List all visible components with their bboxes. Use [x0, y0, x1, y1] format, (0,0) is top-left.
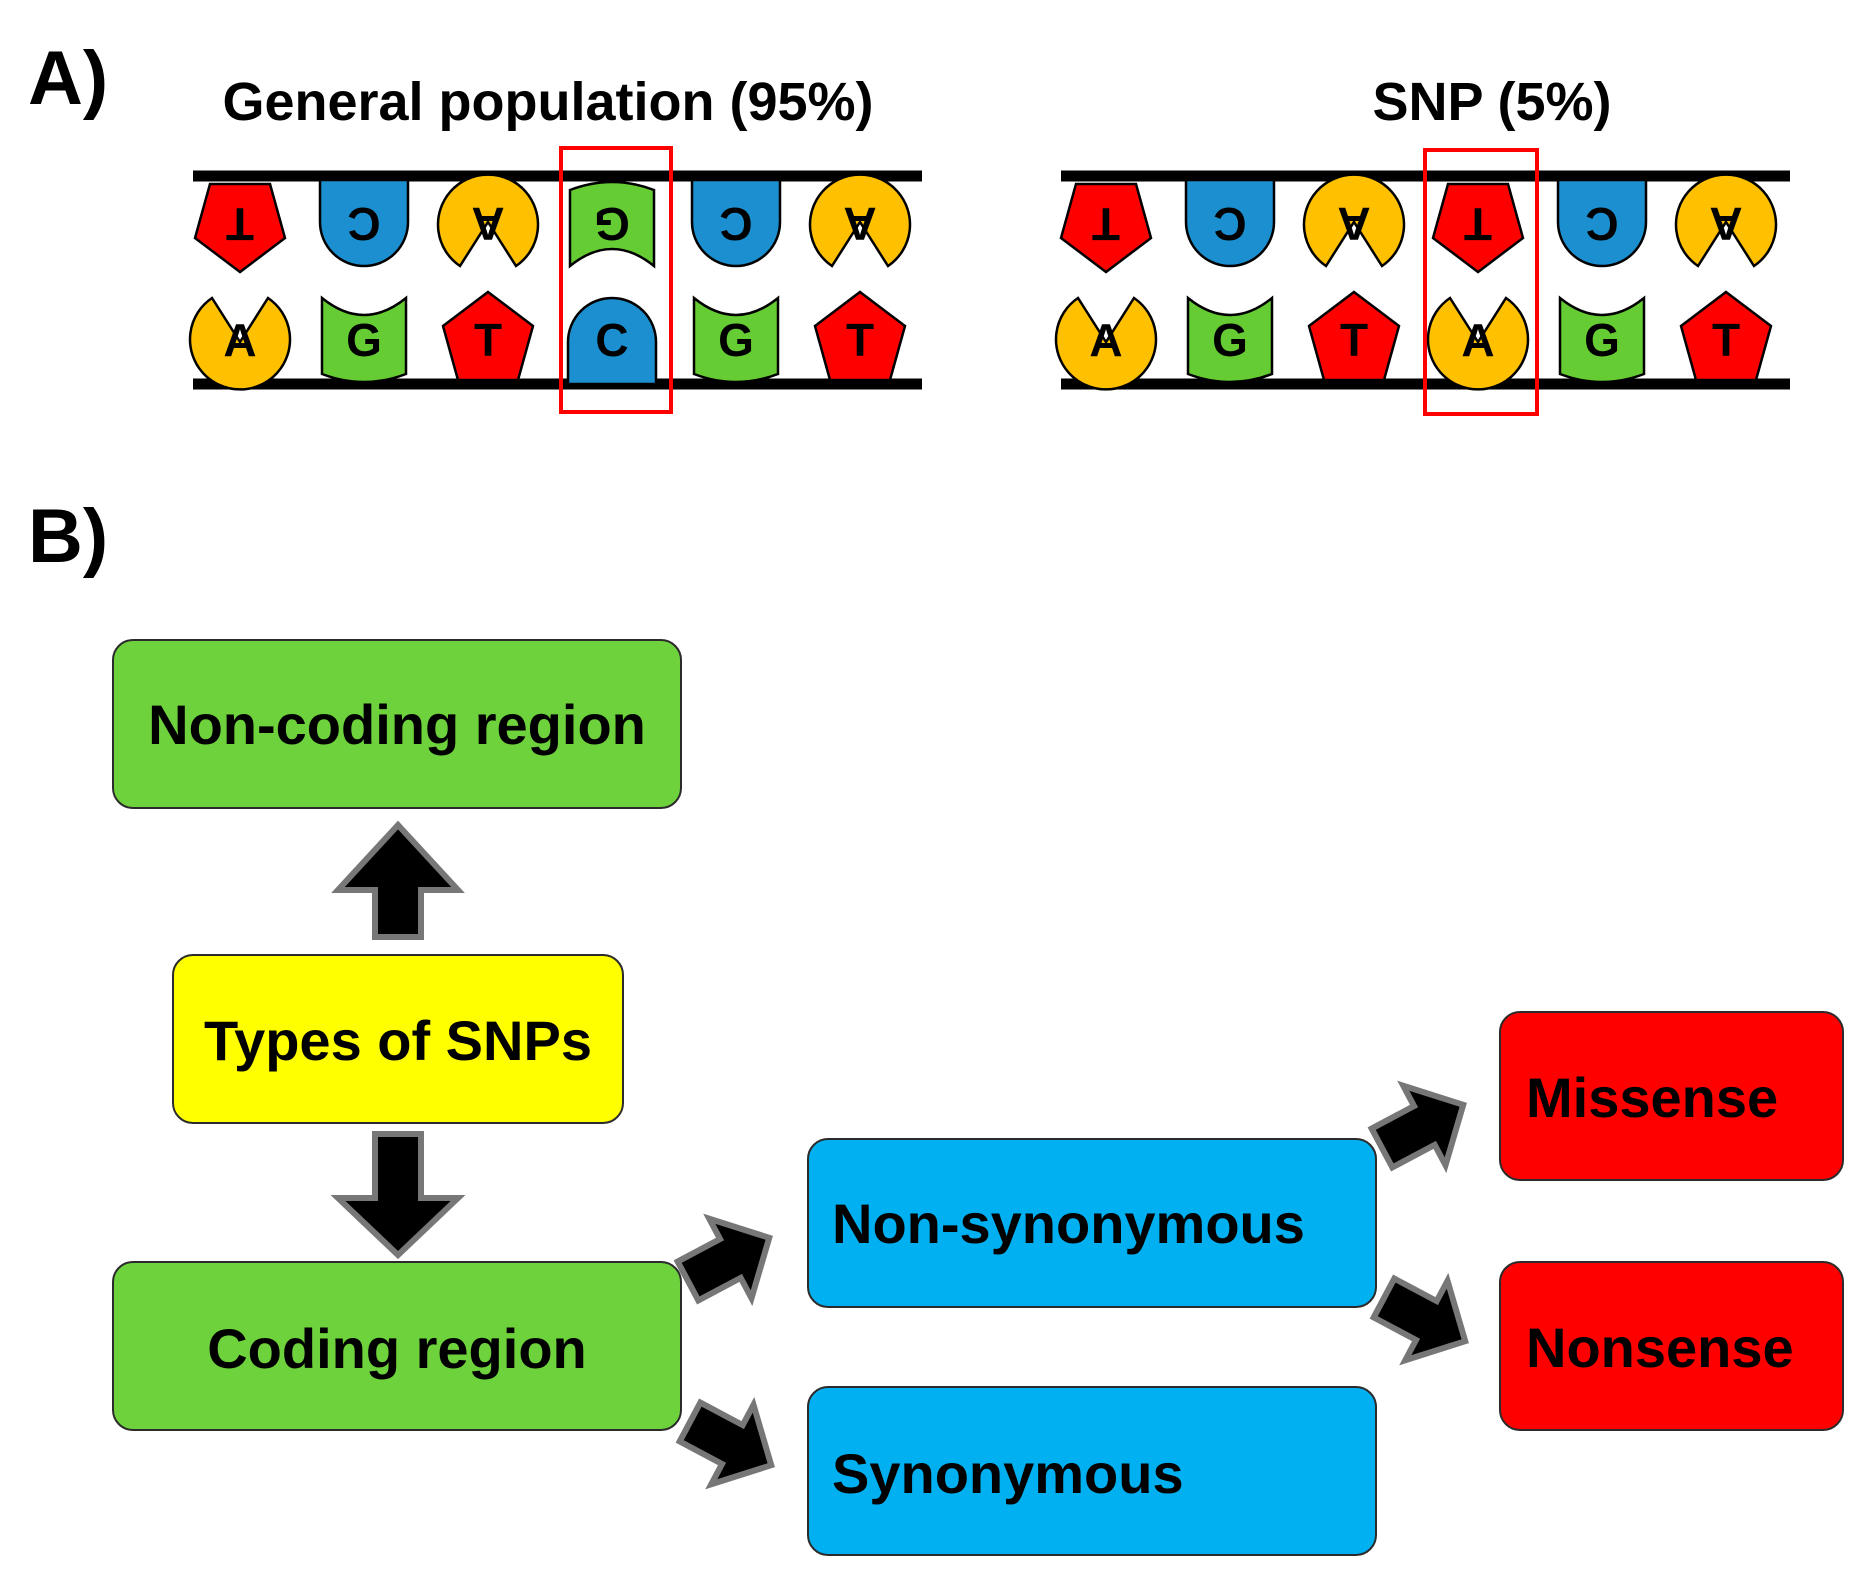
base-guanine-icon: G [692, 295, 780, 384]
base-cytosine-icon: C [318, 178, 410, 268]
base-letter: T [846, 314, 874, 366]
box-nonsyn [807, 1138, 1377, 1308]
box-types [172, 954, 624, 1124]
base-letter: C [347, 198, 380, 250]
base-letter: A [1709, 198, 1742, 250]
node-types: Types of SNPs [172, 954, 624, 1124]
node-nonsense: Nonsense [1499, 1261, 1844, 1431]
label-noncoding: Non-coding region [148, 693, 646, 756]
snp-highlight-box [1423, 148, 1539, 416]
base-letter: C [1585, 198, 1618, 250]
base-letter: G [346, 314, 382, 366]
base-thymine-icon: T [813, 290, 907, 382]
dna-strand-snp: T C A T C A A G T A G T [1054, 148, 1790, 416]
arrow-to-missense [1367, 1080, 1467, 1174]
base-letter: C [595, 314, 628, 366]
label-missense: Missense [1526, 1066, 1778, 1129]
base-adenine-icon: A [1426, 296, 1530, 391]
base-letter: A [1337, 198, 1370, 250]
label-nonsense: Nonsense [1526, 1316, 1794, 1379]
base-cytosine-icon: C [566, 296, 658, 386]
base-letter: A [1461, 314, 1494, 366]
box-nonsense [1499, 1261, 1844, 1431]
base-guanine-icon: G [1558, 295, 1646, 384]
strand-title-general: General population (95%) [222, 72, 873, 132]
node-noncoding: Non-coding region [112, 639, 682, 809]
base-cytosine-icon: C [690, 178, 782, 268]
base-adenine-icon: A [1674, 173, 1778, 268]
base-letter: T [1464, 198, 1492, 250]
base-thymine-icon: T [1307, 290, 1401, 382]
arrow-to-nonsyn [673, 1213, 773, 1307]
arrow-to-syn [675, 1396, 775, 1490]
base-thymine-icon: T [193, 182, 287, 274]
label-coding: Coding region [207, 1317, 587, 1380]
base-letter: T [1712, 314, 1740, 366]
panel-b-label: B) [28, 494, 108, 579]
base-guanine-icon: G [568, 180, 656, 269]
box-syn [807, 1386, 1377, 1556]
arrow-to-nonsense [1369, 1272, 1469, 1366]
base-adenine-icon: A [808, 173, 912, 268]
base-letter: T [1340, 314, 1368, 366]
node-nonsyn: Non-synonymous [807, 1138, 1377, 1308]
box-coding [112, 1261, 682, 1431]
node-missense: Missense [1499, 1011, 1844, 1181]
base-letter: C [1213, 198, 1246, 250]
bases-general: T C A G C A A G T C G T [188, 173, 912, 391]
base-adenine-icon: A [1302, 173, 1406, 268]
label-syn: Synonymous [832, 1442, 1184, 1505]
base-cytosine-icon: C [1556, 178, 1648, 268]
base-thymine-icon: T [1679, 290, 1773, 382]
label-nonsyn: Non-synonymous [832, 1192, 1305, 1255]
base-letter: G [594, 198, 630, 250]
base-letter: T [1092, 198, 1120, 250]
dna-strand-general: T C A G C A A G T C G T [188, 146, 922, 414]
base-letter: C [719, 198, 752, 250]
base-thymine-icon: T [1431, 182, 1525, 274]
label-types: Types of SNPs [204, 1009, 592, 1072]
node-coding: Coding region [112, 1261, 682, 1431]
panel-a-label: A) [28, 36, 108, 121]
arrow-to-coding [330, 1131, 466, 1260]
base-letter: G [718, 314, 754, 366]
box-missense [1499, 1011, 1844, 1181]
base-letter: A [1089, 314, 1122, 366]
box-noncoding [112, 639, 682, 809]
base-guanine-icon: G [320, 295, 408, 384]
strand-title-snp: SNP (5%) [1372, 72, 1611, 132]
base-letter: T [226, 198, 254, 250]
base-adenine-icon: A [188, 296, 292, 391]
base-thymine-icon: T [1059, 182, 1153, 274]
base-letter: G [1584, 314, 1620, 366]
arrows [330, 820, 1469, 1490]
base-letter: A [223, 314, 256, 366]
base-letter: A [843, 198, 876, 250]
base-letter: A [471, 198, 504, 250]
bases-snp: T C A T C A A G T A G T [1054, 173, 1778, 391]
arrow-to-noncoding [331, 820, 465, 940]
base-cytosine-icon: C [1184, 178, 1276, 268]
base-guanine-icon: G [1186, 295, 1274, 384]
snp-highlight-box [559, 146, 673, 414]
base-thymine-icon: T [441, 290, 535, 382]
base-adenine-icon: A [1054, 296, 1158, 391]
base-letter: G [1212, 314, 1248, 366]
base-adenine-icon: A [436, 173, 540, 268]
node-syn: Synonymous [807, 1386, 1377, 1556]
base-letter: T [474, 314, 502, 366]
